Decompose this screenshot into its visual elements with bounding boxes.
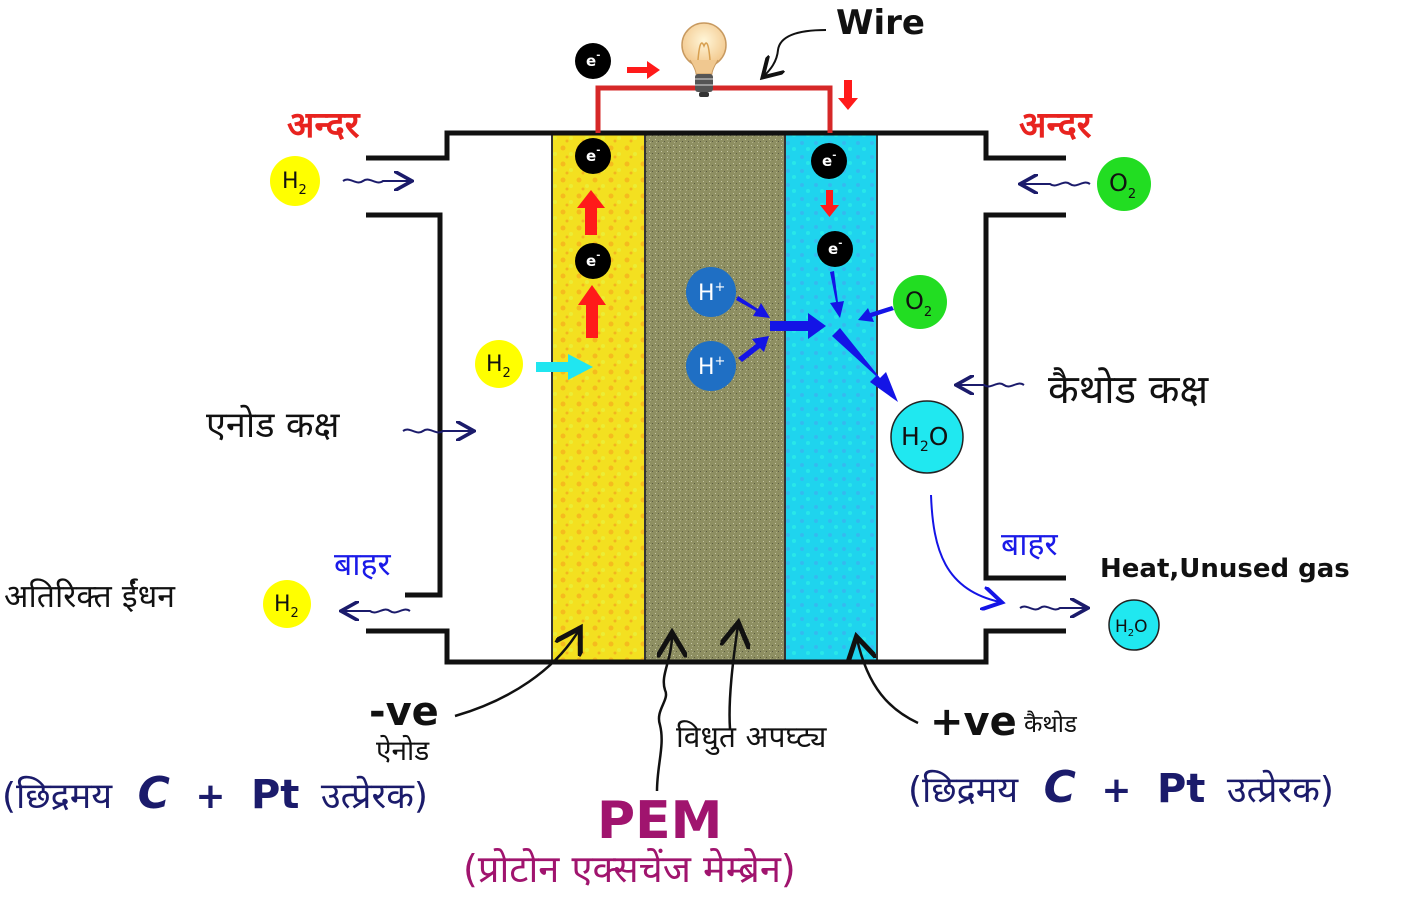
negative-terminal-label: -ve: [369, 689, 439, 735]
svg-text:e-: e-: [586, 145, 600, 165]
pem-full-label: (प्रोटोन एक्सचेंज मेम्ब्रेन): [463, 847, 796, 891]
svg-text:H2O: H2O: [901, 422, 948, 455]
membrane-layer: [645, 133, 785, 663]
svg-text:H2O: H2O: [1115, 617, 1148, 639]
water-label: H2O H2O: [901, 422, 1148, 639]
water-molecules: [890, 400, 1160, 651]
h-plus-ions: [686, 267, 736, 391]
bulb-icon: [681, 22, 727, 97]
anode-layer: [552, 133, 645, 663]
h-plus-label: H+ H+: [698, 280, 725, 380]
catalyst-label-left: (छिद्रमय C + Pt उत्प्रेरक): [2, 768, 428, 819]
inlet-label-right: अन्दर: [1019, 105, 1092, 146]
cell-housing: [366, 130, 1066, 665]
electron-label: e- e- e- e- e-: [586, 50, 842, 270]
o2-label: O2 O2: [905, 169, 1136, 320]
electrolyte-label: विधुत अपघ्ट्य: [676, 720, 827, 755]
cathode-label: कैथोड: [1024, 710, 1077, 738]
svg-text:H2: H2: [486, 352, 511, 381]
svg-text:e-: e-: [586, 250, 600, 270]
heat-unused-gas-label: Heat,Unused gas: [1100, 554, 1350, 584]
flow-squiggles: [343, 180, 1091, 613]
svg-text:O2: O2: [905, 287, 932, 320]
o2-molecules: [893, 157, 1151, 329]
outlet-label-left: बाहर: [334, 545, 391, 583]
svg-text:e-: e-: [828, 238, 842, 258]
wire-pointer: [764, 29, 827, 76]
h2-molecules: [263, 156, 523, 628]
excess-fuel-label: अतिरिक्त ईंधन: [4, 577, 176, 615]
svg-text:H+: H+: [698, 354, 725, 380]
svg-text:e-: e-: [822, 150, 836, 170]
pem-label: PEM: [597, 791, 723, 851]
h2-feed-arrow: [536, 354, 593, 380]
cathode-chamber-label: कैथोड कक्ष: [1048, 367, 1209, 413]
cathode-layer: [785, 133, 877, 663]
wire-label: Wire: [836, 3, 925, 43]
label-pointers: [454, 625, 919, 792]
svg-text:H+: H+: [698, 280, 725, 306]
positive-terminal-label: +ve: [930, 699, 1017, 745]
svg-text:e-: e-: [586, 50, 600, 70]
svg-text:O2: O2: [1109, 169, 1136, 202]
anode-chamber-label: एनोड कक्ष: [206, 405, 340, 446]
outlet-label-right: बाहर: [1001, 525, 1058, 563]
catalyst-label-right: (छिद्रमय C + Pt उत्प्रेरक): [908, 762, 1334, 813]
water-exit-arrow: [930, 494, 1000, 602]
inlet-label-left: अन्दर: [287, 105, 360, 146]
electron-flow-arrows: [577, 61, 858, 338]
svg-text:H2: H2: [274, 592, 299, 621]
h2-label: H2 H2 H2: [274, 169, 511, 621]
reaction-arrows: [736, 271, 898, 402]
anode-label: ऐनोड: [376, 734, 430, 767]
external-wire: [595, 85, 833, 133]
svg-text:H2: H2: [282, 169, 307, 198]
electrons: [575, 43, 853, 279]
